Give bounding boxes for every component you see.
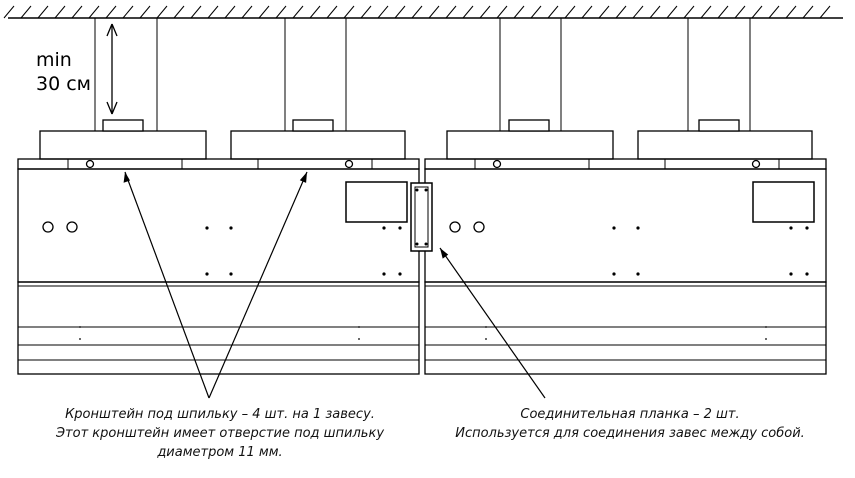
hatch-line [768,5,780,19]
leader-arrowheads [123,172,449,259]
ceiling-hatch [3,5,831,19]
plate-caption-line: Соединительная планка – 2 шт. [520,407,740,422]
clearance-label-line2: 30 см [36,73,91,95]
ceiling [3,5,843,19]
plate-caption-line: Используется для соединения завес между … [455,426,805,441]
plate-caption: Соединительная планка – 2 шт. Использует… [420,405,840,443]
hatch-line [445,5,457,19]
hatch-line [139,5,151,19]
hatch-line [224,5,236,19]
clearance-label: min 30 см [36,48,91,96]
hatch-line [530,5,542,19]
hatch-line [360,5,372,19]
hatch-line [547,5,559,19]
hatch-line [37,5,49,19]
hatch-line [751,5,763,19]
hatch-line [411,5,423,19]
hatch-line [20,5,32,19]
hatch-line [479,5,491,19]
hatch-line [292,5,304,19]
bracket-caption-line: Этот кронштейн имеет отверстие под шпиль… [55,426,385,441]
hatch-line [122,5,134,19]
hatch-line [700,5,712,19]
hatch-line [190,5,202,19]
bracket-caption-line: Кронштейн под шпильку – 4 шт. на 1 завес… [65,407,375,422]
hatch-line [173,5,185,19]
clearance-label-line1: min [36,49,72,71]
hatch-line [564,5,576,19]
fastener-dots [79,188,809,340]
hatch-line [785,5,797,19]
hatch-line [615,5,627,19]
hatch-line [156,5,168,19]
hatch-line [207,5,219,19]
air-curtain-right [424,158,827,375]
hatch-line [309,5,321,19]
air-curtain-left [17,158,420,375]
hatch-line [666,5,678,19]
hatch-line [513,5,525,19]
suspension-rods [94,18,751,131]
hatch-line [241,5,253,19]
leader-lines [124,171,546,399]
hatch-line [496,5,508,19]
hatch-line [649,5,661,19]
hatch-line [632,5,644,19]
hatch-line [3,5,15,19]
hatch-line [377,5,389,19]
hatch-line [105,5,117,19]
clearance-dimension-arrow [106,23,118,115]
hatch-line [802,5,814,19]
hatch-line [54,5,66,19]
hatch-line [88,5,100,19]
connecting-plate [410,182,433,252]
bracket-caption: Кронштейн под шпильку – 4 шт. на 1 завес… [20,405,420,462]
hatch-line [71,5,83,19]
bracket-caption-line: диаметром 11 мм. [157,445,283,460]
hatch-line [581,5,593,19]
hatch-line [343,5,355,19]
hatch-line [462,5,474,19]
hatch-line [734,5,746,19]
hatch-line [683,5,695,19]
hatch-line [394,5,406,19]
hatch-line [258,5,270,19]
hatch-line [326,5,338,19]
hatch-line [428,5,440,19]
hatch-line [717,5,729,19]
hatch-line [275,5,287,19]
mounting-brackets [39,119,813,160]
hatch-line [598,5,610,19]
hatch-line [819,5,831,19]
